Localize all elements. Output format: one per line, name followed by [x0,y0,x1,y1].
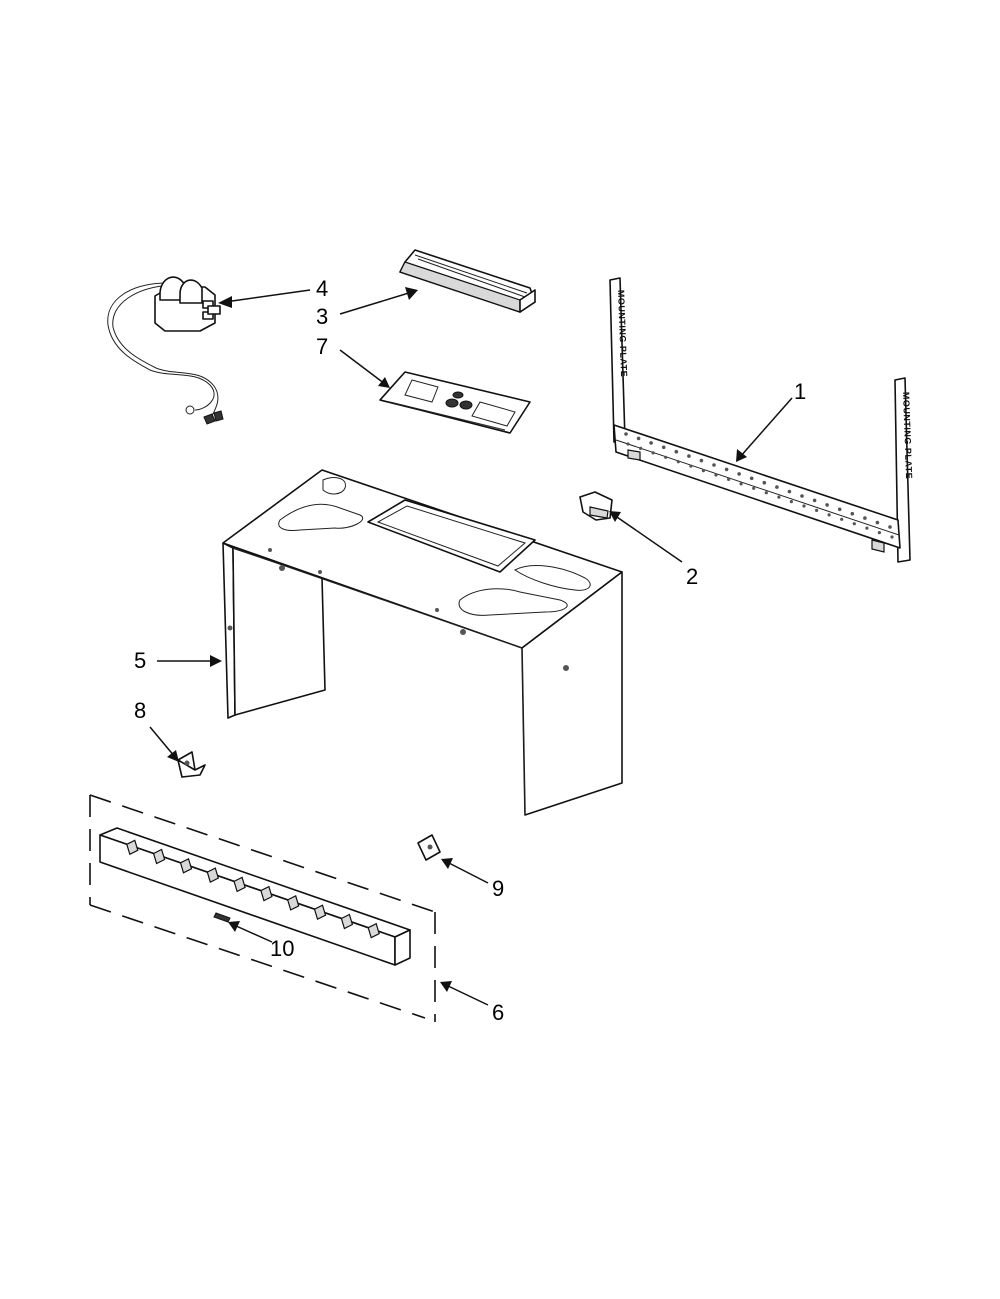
plate-text-right: MOUNTING PLATE [901,392,914,480]
grille-slat [286,895,300,911]
plate-hole [727,477,731,481]
plate-hole [714,473,718,477]
plate-hole [687,454,691,458]
part-2-clip [579,491,613,521]
grille-slat [179,857,193,874]
part-7-control-plate [379,371,531,434]
plate-hole [888,525,892,529]
part-8-bracket [177,751,206,778]
part-5-cabinet-wrapper [222,469,623,816]
plate-hole [787,489,792,494]
plate-hole [877,531,882,535]
plate-hole [827,513,831,517]
plate-hole [825,503,829,507]
part-10-screw [213,912,231,923]
plate-hole [837,507,842,512]
part-4-power-cord [107,276,224,425]
plate-hole [639,446,643,450]
plate-hole [724,467,729,472]
plate-hole [789,500,794,504]
plate-hole [737,472,741,476]
plate-hole [752,486,756,490]
plate-hole-pattern [624,432,894,539]
plate-text-left: MOUNTING PLATE [616,290,629,378]
grille-slats [126,839,380,939]
plate-hole [626,442,630,446]
callout-2: 2 [686,564,699,589]
plate-hole [815,508,819,512]
part-1-mounting-plate: MOUNTING PLATE MOUNTING PLATE [609,277,914,563]
plate-hole [777,495,781,499]
plate-hole [762,480,767,485]
plate-hole [749,476,754,481]
plate-hole [800,494,804,498]
callout-3: 3 [316,304,329,329]
leader-lines [149,287,793,1006]
grille-slat [340,913,354,930]
plate-hole [739,482,743,486]
callout-1: 1 [794,379,807,404]
plate-hole [863,516,867,520]
plate-hole [651,451,655,455]
plate-hole [890,535,894,539]
plate-hole [802,504,806,508]
plate-hole [636,436,641,441]
plate-hole [852,522,856,526]
plate-hole [712,463,716,467]
plate-hole [701,469,706,473]
plate-hole [812,498,817,503]
plate-hole [875,520,880,525]
grille-slat [206,867,220,883]
callout-7: 7 [316,334,329,359]
plate-hole [775,485,779,489]
plate-hole [764,491,768,495]
plate-hole [850,511,855,516]
callout-10: 10 [270,936,295,961]
plate-hole [865,526,869,530]
grille-slat [152,848,166,865]
callout-5: 5 [134,648,147,673]
part-6-vent-grille-kit [89,794,436,1022]
callout-9: 9 [492,876,505,901]
grille-slat [313,904,327,921]
plate-hole [689,464,693,468]
plate-hole [661,445,666,450]
grille-slat [126,839,139,856]
callout-6: 6 [492,1000,505,1025]
plate-hole [676,460,680,464]
plate-hole [649,441,653,445]
callout-8: 8 [134,698,147,723]
plate-hole [674,449,679,454]
grille-slat [260,885,273,902]
part-9-bracket [417,834,441,861]
grille-slat [233,876,246,893]
grille-slat [367,922,380,939]
plate-hole [840,517,844,521]
plate-hole [699,458,704,463]
plate-hole [624,432,628,436]
callout-4: 4 [316,276,329,301]
plate-hole [664,455,668,459]
part-3-top-duct [399,249,536,313]
